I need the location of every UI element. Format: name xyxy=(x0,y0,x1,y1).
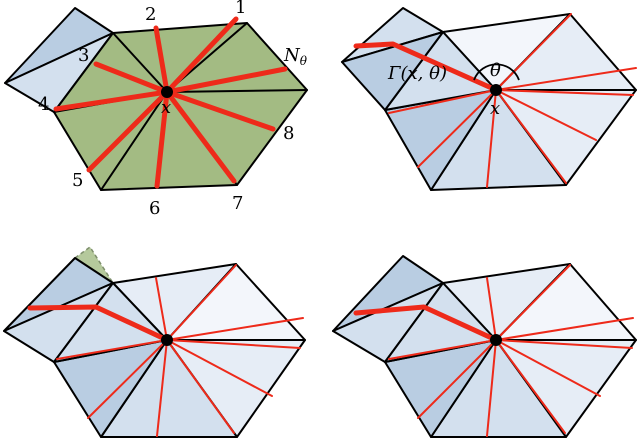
geodesic-rays xyxy=(388,13,637,188)
mesh-triangle xyxy=(53,282,168,363)
center-label: x xyxy=(161,97,171,118)
ray-label-3: 3 xyxy=(78,45,89,66)
ray-label-6: 6 xyxy=(149,198,160,219)
panel-b: θ Γ(x, θ) x xyxy=(340,7,637,191)
ray-1 xyxy=(164,16,239,95)
ray-8 xyxy=(164,89,276,132)
angle-arc xyxy=(473,63,520,81)
ray-label-2: 2 xyxy=(145,4,156,25)
mesh-triangle xyxy=(341,31,444,111)
angle-label: θ xyxy=(490,60,501,81)
center-vertex xyxy=(490,84,502,96)
geodesic-path xyxy=(353,304,499,343)
center-vertex xyxy=(161,86,173,98)
ray-6 xyxy=(154,89,170,189)
ray-3 xyxy=(93,61,170,95)
geodesic-rays xyxy=(388,264,634,437)
panel-d xyxy=(332,255,637,438)
ray-label-7: 7 xyxy=(232,193,243,214)
geodesic-rays xyxy=(56,264,304,437)
mesh-triangle xyxy=(384,282,497,363)
geodesic-rays xyxy=(53,16,288,189)
geodesic-label: Γ(x, θ) xyxy=(387,63,447,84)
center-vertex xyxy=(490,334,502,346)
center-vertex xyxy=(161,334,173,346)
ray-4 xyxy=(53,89,170,112)
ray-label-1: 1 xyxy=(235,0,246,18)
center-label: x xyxy=(490,98,500,119)
panel-c xyxy=(3,245,306,438)
ray-7 xyxy=(164,89,237,184)
ray-label-4: 4 xyxy=(38,94,49,115)
ray-n xyxy=(164,66,288,95)
ray-label-8: 8 xyxy=(283,123,294,144)
geodesic-path xyxy=(27,304,170,343)
ray-label-5: 5 xyxy=(72,170,83,191)
ray-count-label: Nθ xyxy=(283,45,308,68)
panel-a: 1 2 3 4 5 6 7 8 Nθ x xyxy=(4,0,308,219)
ray-5 xyxy=(86,89,170,173)
geodesic-path xyxy=(353,41,499,93)
ray-2 xyxy=(153,25,170,95)
